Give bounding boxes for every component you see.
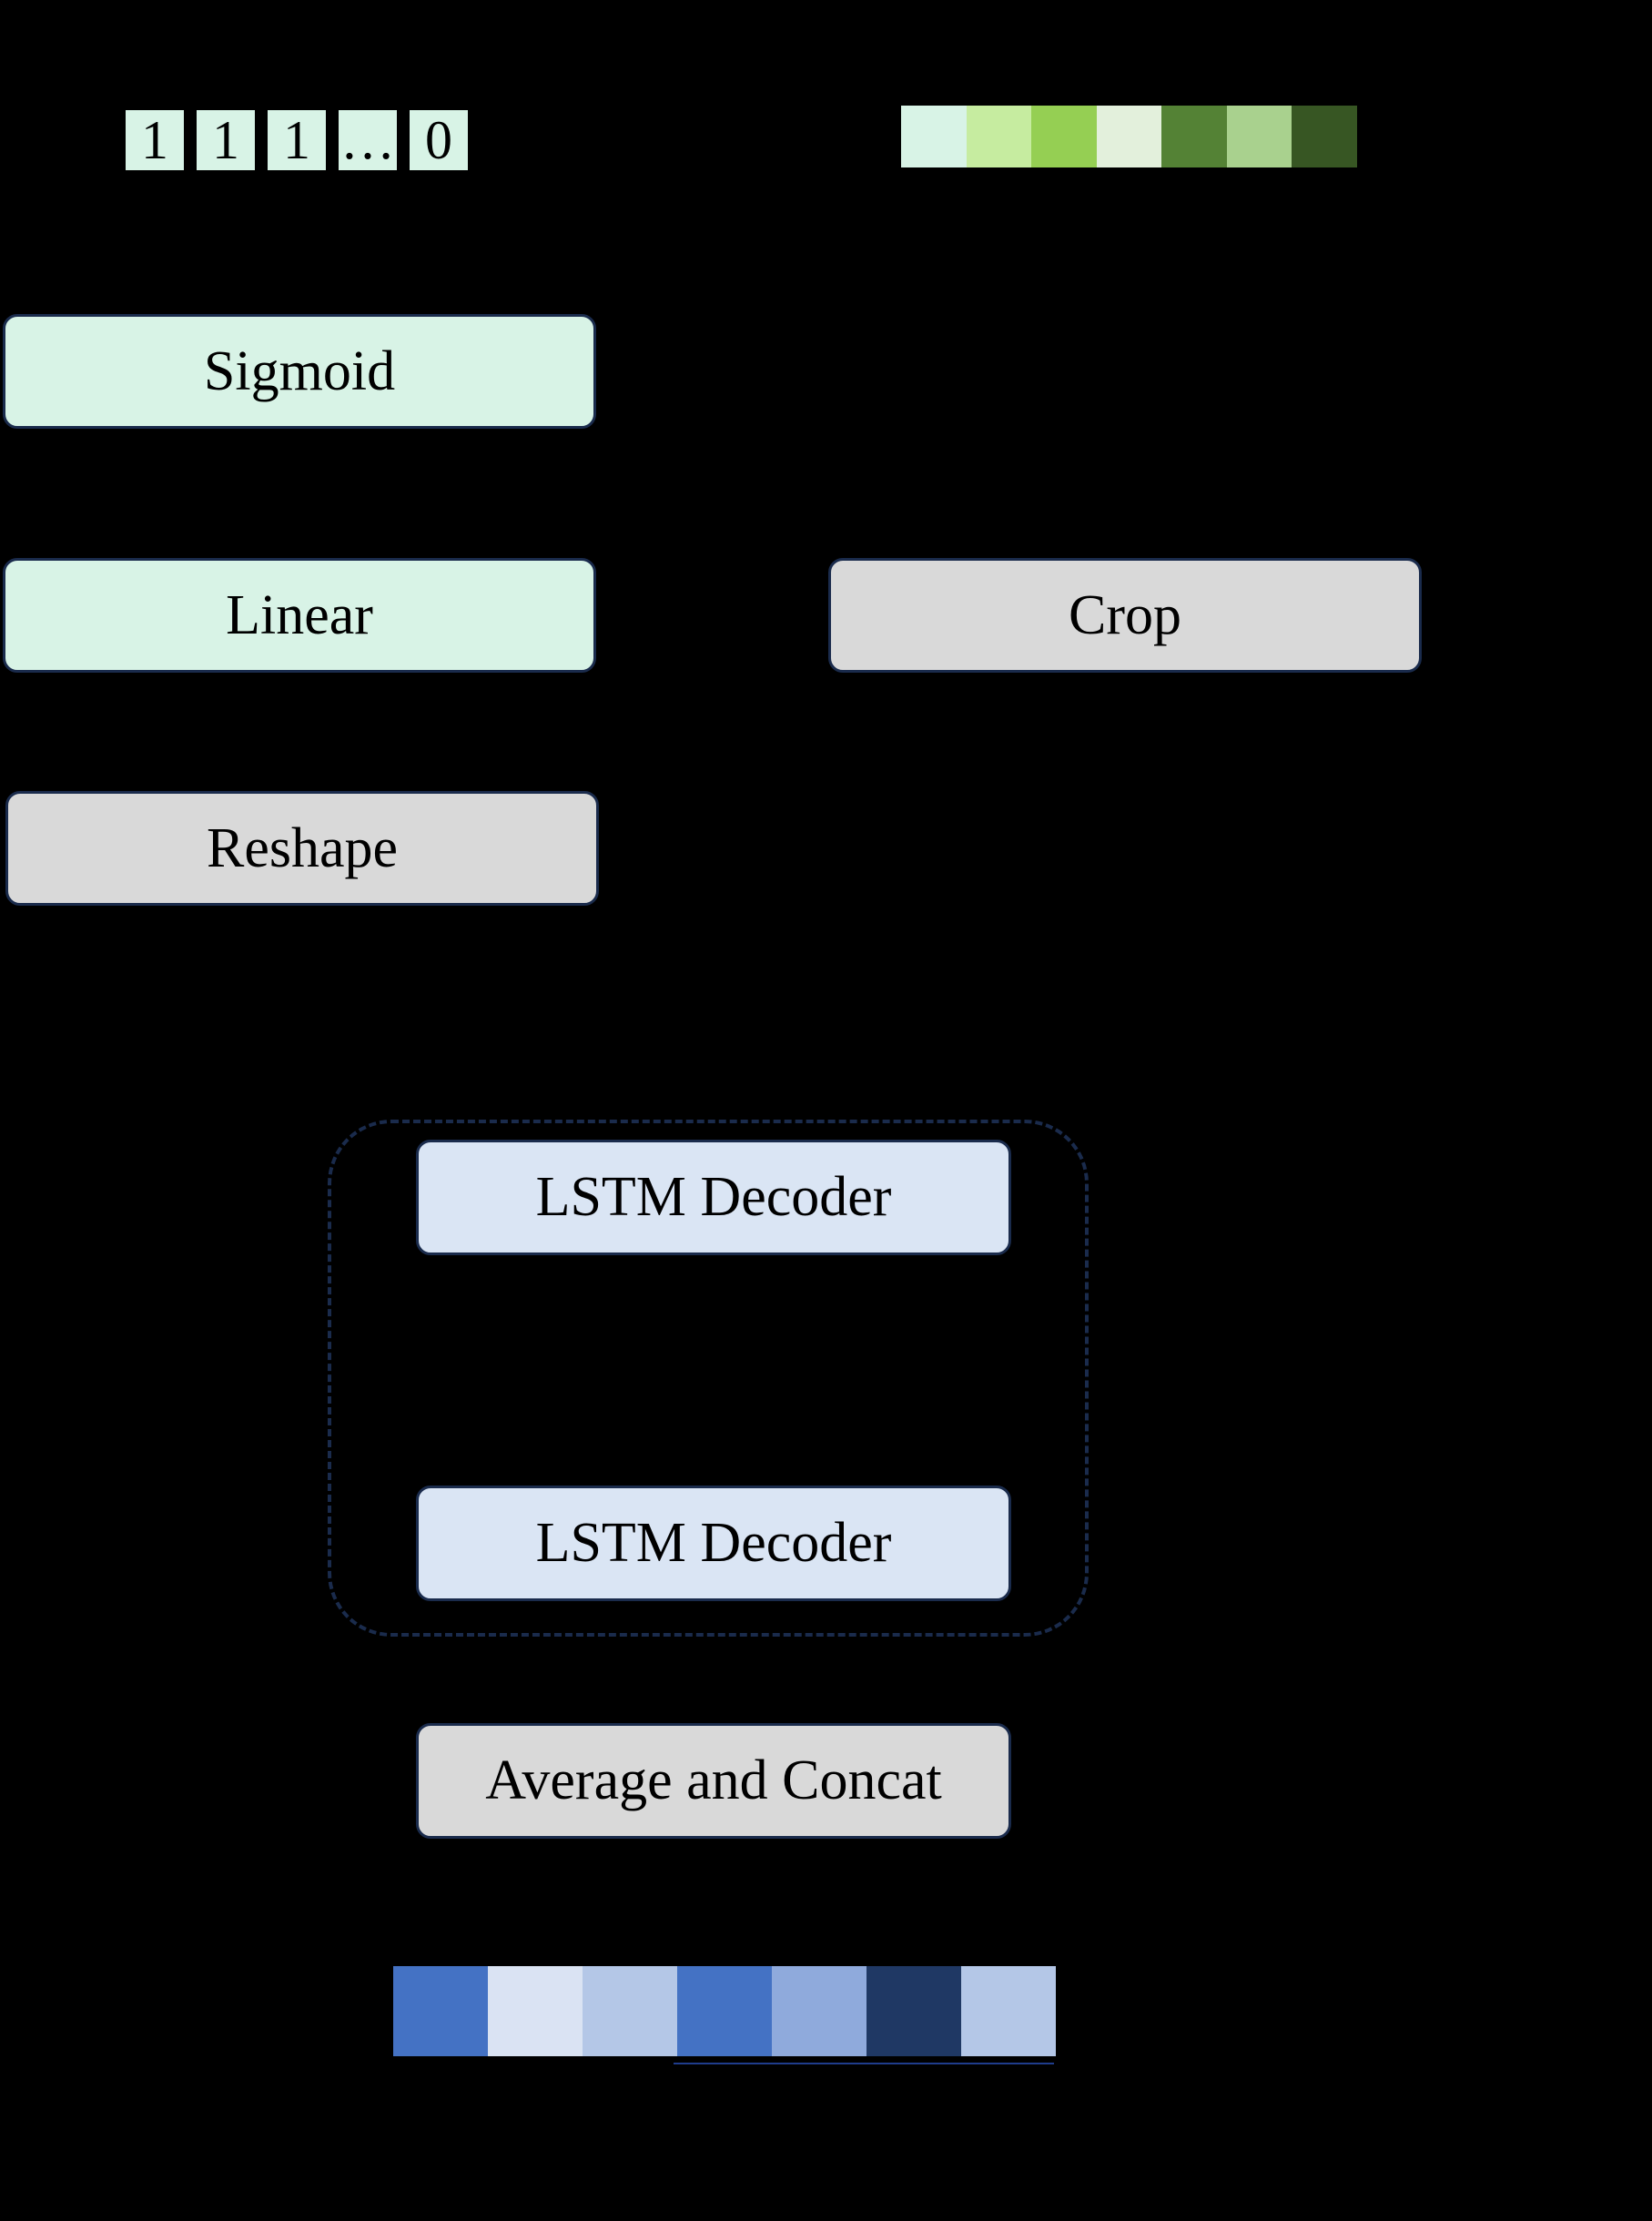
feature-swatch <box>966 106 1031 167</box>
output-strip <box>393 1966 1056 2056</box>
feature-strip-top <box>901 106 1357 167</box>
mask-cell: … <box>339 110 397 170</box>
average-concat-label: Average and Concat <box>485 1749 942 1811</box>
lstm-decoder-top-box: LSTM Decoder <box>416 1140 1011 1255</box>
output-swatch <box>488 1966 583 2056</box>
sigmoid-box: Sigmoid <box>3 314 596 429</box>
feature-swatch <box>1292 106 1357 167</box>
average-concat-box: Average and Concat <box>416 1723 1011 1839</box>
crop-box: Crop <box>828 558 1422 673</box>
crop-label: Crop <box>1069 583 1181 646</box>
output-swatch <box>867 1966 961 2056</box>
output-swatch <box>583 1966 677 2056</box>
sigmoid-label: Sigmoid <box>203 340 396 402</box>
feature-swatch <box>1096 106 1161 167</box>
mask-cell: 1 <box>197 110 255 170</box>
feature-swatch <box>901 106 967 167</box>
mask-cell: 1 <box>268 110 326 170</box>
lstm-decoder-bottom-box: LSTM Decoder <box>416 1486 1011 1601</box>
output-swatch <box>393 1966 488 2056</box>
lstm-decoder-bottom-label: LSTM Decoder <box>535 1512 892 1574</box>
lstm-decoder-group <box>328 1120 1089 1637</box>
mask-cell: 1 <box>126 110 184 170</box>
output-swatch <box>677 1966 772 2056</box>
reshape-box: Reshape <box>5 791 599 906</box>
lstm-decoder-top-label: LSTM Decoder <box>535 1166 892 1228</box>
linear-label: Linear <box>226 583 373 646</box>
mask-cell: 0 <box>410 110 468 170</box>
feature-swatch <box>1031 106 1097 167</box>
output-swatch <box>772 1966 867 2056</box>
output-swatch <box>961 1966 1056 2056</box>
linear-box: Linear <box>3 558 596 673</box>
feature-swatch <box>1226 106 1292 167</box>
feature-swatch <box>1161 106 1227 167</box>
output-strip-underline <box>674 2063 1054 2064</box>
reshape-label: Reshape <box>206 816 399 879</box>
